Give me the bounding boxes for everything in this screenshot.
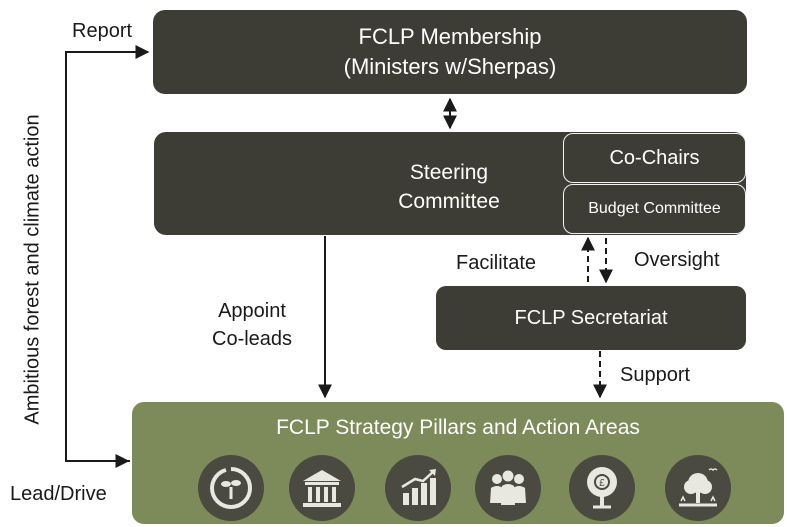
- pillars-title: FCLP Strategy Pillars and Action Areas: [276, 416, 640, 439]
- report-loop-line: [65, 45, 150, 462]
- appoint-co-leads-label: Appoint Co-leads: [212, 297, 292, 353]
- co-chairs-label: Co-Chairs: [609, 146, 700, 169]
- recycle-sprout-icon: [198, 455, 264, 521]
- lead-drive-label: Lead/Drive: [10, 483, 107, 505]
- budget-committee-box: Budget Committee: [563, 184, 746, 234]
- appoint-line2: Co-leads: [212, 328, 293, 350]
- growth-chart-icon: [385, 455, 451, 521]
- steering-line2: Committee: [398, 190, 500, 213]
- co-chairs-box: Co-Chairs: [563, 133, 746, 183]
- membership-subtitle: (Ministers w/Sherpas): [343, 54, 557, 79]
- support-label: Support: [620, 364, 691, 386]
- secretariat-label: FCLP Secretariat: [514, 306, 668, 329]
- people-group-icon: [475, 455, 541, 521]
- budget-committee-label: Budget Committee: [588, 200, 721, 217]
- svg-text:£: £: [599, 478, 605, 489]
- strategy-pillars-box: FCLP Strategy Pillars and Action Areas: [132, 402, 784, 524]
- ambitious-action-vertical-label: Ambitious forest and climate action: [21, 114, 44, 425]
- landscape-tree-icon: [665, 455, 731, 521]
- oversight-label: Oversight: [634, 249, 720, 271]
- money-tree-icon: £: [569, 455, 635, 521]
- membership-title: FCLP Membership: [358, 24, 542, 49]
- facilitate-label: Facilitate: [456, 252, 537, 274]
- steering-line1: Steering: [409, 161, 489, 184]
- institution-building-icon: [289, 455, 355, 521]
- membership-box: FCLP Membership (Ministers w/Sherpas): [153, 10, 747, 94]
- secretariat-box: FCLP Secretariat: [436, 286, 746, 350]
- report-label: Report: [72, 20, 133, 42]
- appoint-line1: Appoint: [218, 300, 286, 322]
- steering-committee-label: Steering Committee: [354, 158, 544, 216]
